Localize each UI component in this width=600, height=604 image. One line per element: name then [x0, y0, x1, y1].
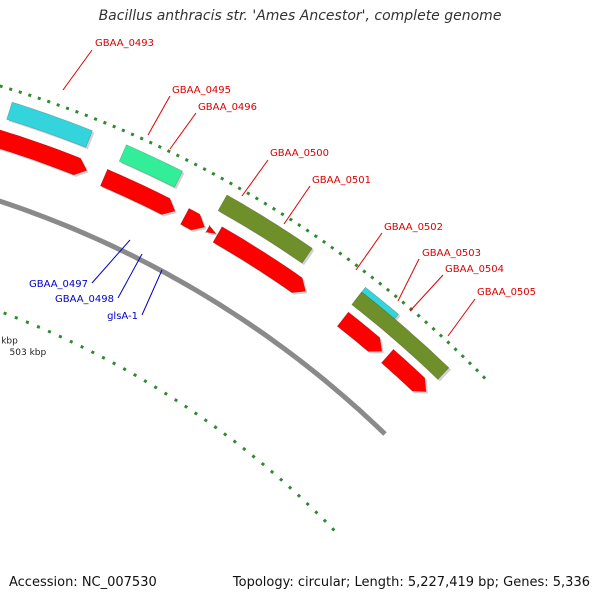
cds-arrow-8	[180, 207, 207, 232]
cds-arrow-11	[336, 311, 384, 354]
label-gbaa-0498-leader	[117, 253, 143, 299]
gene-block-0505	[217, 194, 315, 266]
kbp-label-502: 502 kbp	[0, 336, 18, 346]
label-gbaa-0495: GBAA_0495	[147, 85, 231, 136]
cds-arrow-11-body	[336, 311, 383, 352]
label-gbaa-0502-text: GBAA_0502	[384, 222, 443, 233]
label-gbaa-0493: GBAA_0493	[62, 38, 154, 91]
label-gbaa-0500-leader	[241, 159, 269, 197]
label-gbaa-0503: GBAA_0503	[397, 248, 481, 302]
kbp-scale: 491 kbp492 kbp493 kbp494 kbp495 kbp496 k…	[0, 336, 47, 358]
label-gbaa-0502: GBAA_0502	[355, 222, 443, 271]
label-gbaa-0497-leader	[91, 239, 131, 284]
cds-arrow-7	[100, 168, 177, 217]
cds-arrow-10	[212, 226, 308, 295]
label-gbaa-0498: GBAA_0498	[55, 253, 143, 305]
gene-block-0500	[6, 101, 95, 150]
label-gbaa-0496-leader	[169, 112, 197, 150]
label-gbaa-0497-text: GBAA_0497	[29, 279, 88, 290]
cds-arrow-12	[381, 348, 428, 394]
label-gbaa-0496-text: GBAA_0496	[198, 102, 257, 113]
label-gbaa-0505: GBAA_0505	[447, 287, 536, 337]
label-glsa-1-leader	[141, 269, 163, 316]
gene-block-0501	[118, 144, 185, 190]
label-gbaa-0496: GBAA_0496	[169, 102, 257, 150]
label-gbaa-0500-text: GBAA_0500	[270, 148, 329, 159]
cds-arrow-12-body	[381, 348, 427, 392]
label-gbaa-0501-leader	[283, 185, 311, 225]
label-gbaa-0505-leader	[447, 298, 476, 337]
label-gbaa-0502-leader	[355, 232, 383, 271]
label-gbaa-0493-text: GBAA_0493	[95, 38, 154, 49]
label-gbaa-0498-text: GBAA_0498	[55, 294, 114, 305]
cds-arrow-10-body	[212, 226, 306, 293]
gene-block-0500-body	[6, 101, 93, 148]
cds-arrow-9	[204, 224, 218, 236]
label-gbaa-0504-leader	[409, 274, 444, 312]
kbp-label-503: 503 kbp	[10, 348, 47, 358]
label-gbaa-0497: GBAA_0497	[29, 239, 131, 290]
cds-arrow-9-body	[204, 224, 217, 235]
gene-block-0505-body	[217, 194, 313, 264]
cds-arrow-7-body	[100, 168, 176, 215]
gene-block-olive-right-body	[351, 291, 450, 380]
label-gbaa-0501-text: GBAA_0501	[312, 175, 371, 186]
label-gbaa-0505-text: GBAA_0505	[477, 287, 536, 298]
genome-title: Bacillus anthracis str. 'Ames Ancestor',…	[98, 8, 502, 24]
label-gbaa-0504-text: GBAA_0504	[445, 264, 504, 275]
cds-arrow-8-body	[180, 207, 205, 231]
cds-arrow-6-body	[0, 129, 88, 176]
label-glsa-1-text: glsA-1	[107, 311, 138, 322]
gc-dot-ring	[0, 84, 491, 384]
label-glsa-1: glsA-1	[107, 269, 163, 322]
gene-block-olive-right	[351, 291, 451, 382]
label-gbaa-0495-text: GBAA_0495	[172, 85, 231, 96]
label-gbaa-0500: GBAA_0500	[241, 148, 329, 197]
genome-summary-text: Topology: circular; Length: 5,227,419 bp…	[232, 575, 590, 590]
label-gbaa-0495-leader	[147, 95, 171, 136]
genome-backbone	[0, 198, 387, 436]
label-gbaa-0503-text: GBAA_0503	[422, 248, 481, 259]
cds-arrow-6	[0, 129, 89, 177]
accession-text: Accession: NC_007530	[9, 575, 157, 590]
label-gbaa-0493-leader	[62, 49, 93, 91]
label-gbaa-0501: GBAA_0501	[283, 175, 371, 225]
label-gbaa-0504: GBAA_0504	[409, 264, 504, 312]
feature-labels: GBAA_0493GBAA_0495GBAA_0496GBAA_0500GBAA…	[29, 38, 536, 337]
scale-dot-ring	[0, 309, 337, 533]
label-gbaa-0503-leader	[397, 258, 420, 302]
gene-block-0501-body	[118, 144, 183, 188]
feature-tracks	[0, 84, 491, 533]
